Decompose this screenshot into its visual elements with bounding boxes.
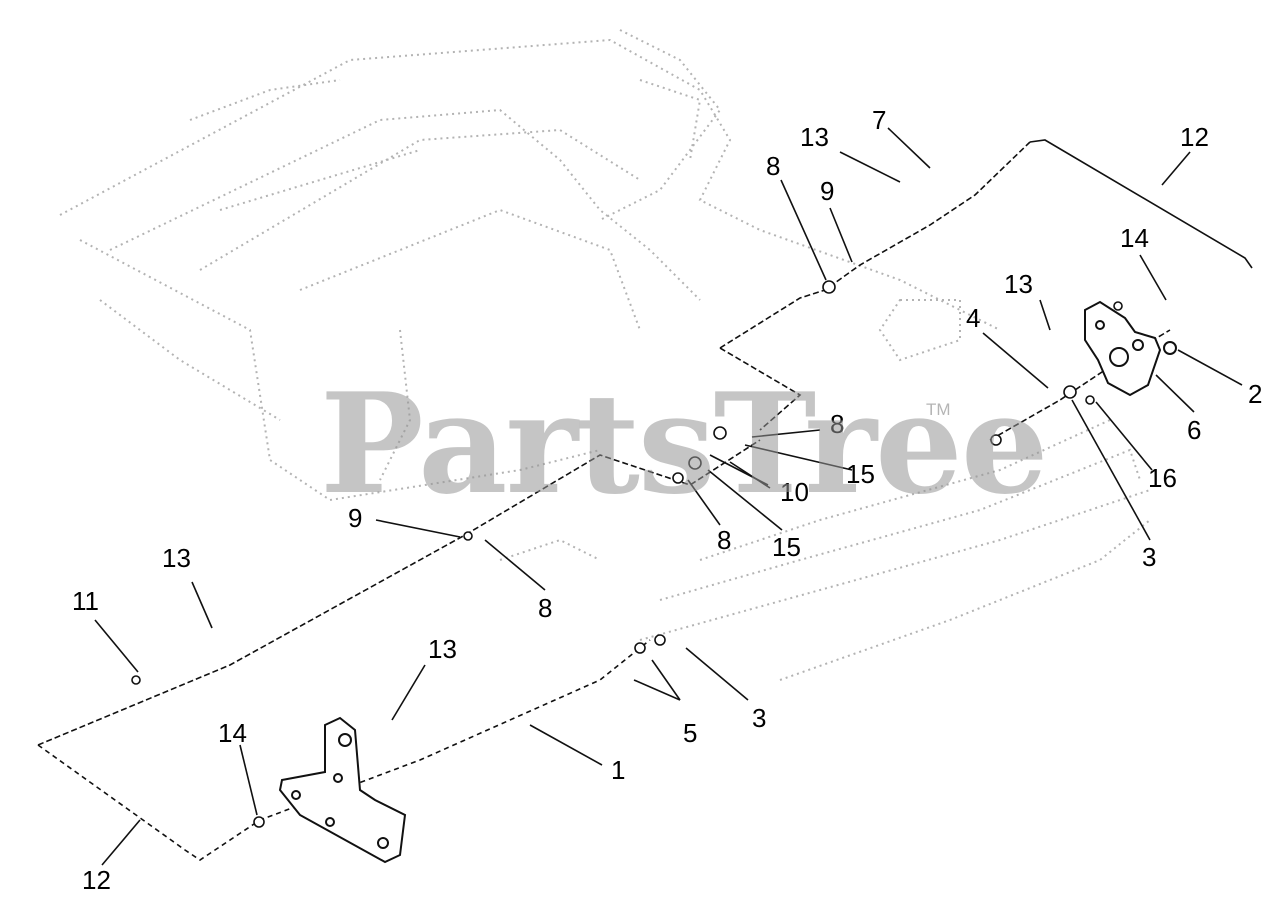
callout-labels: 13 7 12 8 9 14 13 4 2 6 8 15 10 16 9 8 1…: [72, 105, 1262, 895]
callout-7: 7: [872, 105, 886, 135]
callout-13: 13: [162, 543, 191, 573]
callout-15: 15: [846, 459, 875, 489]
callout-8: 8: [830, 409, 844, 439]
leader-lines: [94, 127, 1243, 866]
hardware-parts: [131, 280, 1123, 828]
callout-14: 14: [1120, 223, 1149, 253]
callout-12: 12: [1180, 122, 1209, 152]
callout-12: 12: [82, 865, 111, 895]
callout-9: 9: [348, 503, 362, 533]
callout-10: 10: [780, 477, 809, 507]
callout-6: 6: [1187, 415, 1201, 445]
callout-9: 9: [820, 176, 834, 206]
callout-13: 13: [1004, 269, 1033, 299]
callout-13: 13: [800, 122, 829, 152]
callout-16: 16: [1148, 463, 1177, 493]
front-pivot-bracket: [278, 716, 407, 864]
callout-8: 8: [538, 593, 552, 623]
callout-8: 8: [766, 151, 780, 181]
callout-8: 8: [717, 525, 731, 555]
callout-3: 3: [752, 703, 766, 733]
rear-pivot-bracket: [1084, 300, 1177, 397]
callout-2: 2: [1248, 379, 1262, 409]
partstree-watermark: PartsTree: [320, 362, 1049, 525]
callout-4: 4: [966, 303, 980, 333]
callout-5: 5: [683, 718, 697, 748]
callout-13: 13: [428, 634, 457, 664]
callout-3: 3: [1142, 542, 1156, 572]
callout-15: 15: [772, 532, 801, 562]
callout-1: 1: [611, 755, 625, 785]
background-deck-outline: [59, 29, 1151, 681]
trademark-symbol: TM: [926, 400, 951, 419]
callout-11: 11: [72, 586, 99, 616]
callout-14: 14: [218, 718, 247, 748]
